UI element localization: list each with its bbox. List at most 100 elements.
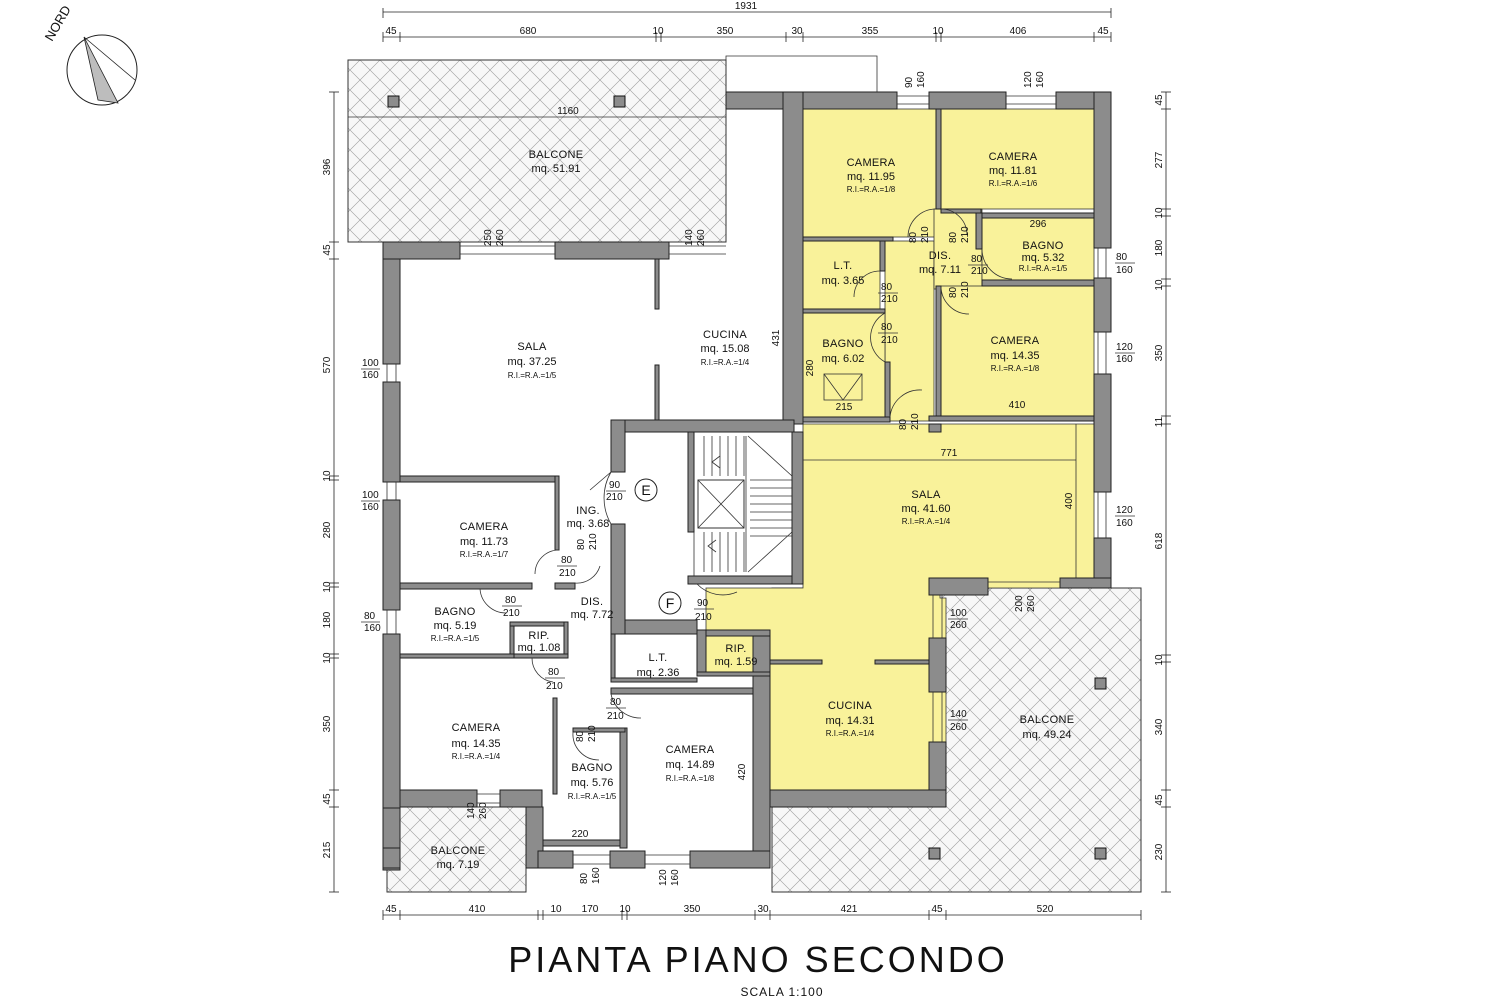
svg-text:80: 80 <box>948 231 959 243</box>
svg-text:210: 210 <box>587 725 598 742</box>
dim-top: 45 <box>385 26 397 37</box>
dim-left: 10 <box>322 470 333 482</box>
svg-text:RIP.: RIP. <box>528 630 549 642</box>
dim-right: 618 <box>1154 532 1165 549</box>
svg-text:mq. 5.32: mq. 5.32 <box>1022 252 1065 264</box>
inner-dimensions: 1160 296 431 280 215 410 771 400 220 420 <box>557 106 1076 840</box>
svg-text:CUCINA: CUCINA <box>828 700 872 712</box>
pillar <box>1094 677 1107 690</box>
dim-bottom: 30 <box>757 904 769 915</box>
svg-text:mq. 49.24: mq. 49.24 <box>1023 729 1072 741</box>
svg-text:160: 160 <box>670 869 681 886</box>
svg-text:160: 160 <box>916 71 927 88</box>
room-camera-e: CAMERA mq. 14.35 R.I.=R.A.=1/8 <box>991 335 1040 373</box>
svg-text:260: 260 <box>495 229 506 246</box>
svg-text:CAMERA: CAMERA <box>847 157 896 169</box>
svg-text:210: 210 <box>910 413 921 430</box>
svg-text:210: 210 <box>588 533 599 550</box>
svg-text:160: 160 <box>362 370 379 381</box>
dim-bottom: 421 <box>841 904 858 915</box>
dim-top: 30 <box>791 26 803 37</box>
dim-top-total: 1931 <box>735 1 758 12</box>
dim-right: 350 <box>1154 344 1165 361</box>
svg-text:L.T.: L.T. <box>834 260 853 272</box>
svg-text:mq. 1.08: mq. 1.08 <box>518 642 561 654</box>
svg-text:80: 80 <box>908 231 919 243</box>
room-bagno-top-mid: BAGNO mq. 6.02 <box>822 338 865 365</box>
svg-text:mq. 11.81: mq. 11.81 <box>989 165 1037 177</box>
svg-text:mq. 7.72: mq. 7.72 <box>571 609 614 621</box>
svg-text:260: 260 <box>478 802 489 819</box>
svg-text:R.I.=R.A.=1/4: R.I.=R.A.=1/4 <box>452 752 501 761</box>
svg-text:80: 80 <box>576 538 587 550</box>
svg-text:BAGNO: BAGNO <box>434 606 475 618</box>
pillar <box>387 95 400 108</box>
svg-text:80: 80 <box>881 322 893 333</box>
svg-text:160: 160 <box>1116 354 1133 365</box>
dim-left: 10 <box>322 652 333 664</box>
svg-text:260: 260 <box>950 620 967 631</box>
walls <box>382 91 1112 871</box>
svg-text:mq. 11.95: mq. 11.95 <box>847 171 895 183</box>
svg-text:90: 90 <box>904 76 915 88</box>
svg-text:160: 160 <box>1116 518 1133 529</box>
svg-text:210: 210 <box>881 294 898 305</box>
svg-text:mq. 37.25: mq. 37.25 <box>508 356 557 368</box>
balcony-sw <box>386 806 527 893</box>
dim-left: 180 <box>322 611 333 628</box>
room-lt-mid: L.T. mq. 2.36 <box>637 652 680 679</box>
svg-text:431: 431 <box>771 329 782 346</box>
dim-left: 45 <box>322 244 333 256</box>
svg-text:mq. 41.60: mq. 41.60 <box>902 503 951 515</box>
svg-text:SALA: SALA <box>517 341 547 353</box>
svg-text:80: 80 <box>548 667 560 678</box>
stair-marker-e: E <box>634 478 658 502</box>
dim-left: 396 <box>322 158 333 175</box>
svg-text:215: 215 <box>836 402 853 413</box>
room-dis-top: DIS. mq. 7.11 <box>919 250 961 276</box>
svg-text:DIS.: DIS. <box>929 250 952 262</box>
svg-text:L.T.: L.T. <box>649 652 668 664</box>
svg-text:400: 400 <box>1064 492 1075 509</box>
svg-text:F: F <box>666 595 675 611</box>
dim-left: 350 <box>322 715 333 732</box>
svg-text:mq. 51.91: mq. 51.91 <box>532 163 581 175</box>
svg-text:CAMERA: CAMERA <box>460 521 509 533</box>
svg-text:296: 296 <box>1030 219 1047 230</box>
room-lt-top: L.T. mq. 3.65 <box>822 260 865 287</box>
svg-text:120: 120 <box>658 869 669 886</box>
svg-text:ING.: ING. <box>576 505 600 517</box>
svg-text:80: 80 <box>971 254 983 265</box>
svg-text:mq. 11.73: mq. 11.73 <box>460 536 508 548</box>
room-bagno-s: BAGNO mq. 5.76 R.I.=R.A.=1/5 <box>568 762 617 801</box>
room-rip-w: RIP. mq. 1.08 <box>518 630 561 654</box>
room-camera-nw: CAMERA mq. 11.95 R.I.=R.A.=1/8 <box>847 157 896 194</box>
room-bagno-w: BAGNO mq. 5.19 R.I.=R.A.=1/5 <box>431 606 480 643</box>
svg-text:E: E <box>641 482 650 498</box>
dim-bottom: 170 <box>582 904 599 915</box>
svg-text:R.I.=R.A.=1/4: R.I.=R.A.=1/4 <box>902 517 951 526</box>
svg-text:160: 160 <box>1035 71 1046 88</box>
svg-text:100: 100 <box>362 358 379 369</box>
svg-text:280: 280 <box>805 359 816 376</box>
svg-text:100: 100 <box>362 490 379 501</box>
balcony-top <box>347 59 727 243</box>
svg-text:260: 260 <box>696 229 707 246</box>
svg-text:80: 80 <box>610 697 622 708</box>
room-dis-w: DIS. mq. 7.72 <box>571 596 614 621</box>
dim-bottom: 45 <box>931 904 943 915</box>
dim-right: 10 <box>1154 279 1165 291</box>
svg-text:R.I.=R.A.=1/8: R.I.=R.A.=1/8 <box>847 185 896 194</box>
svg-text:100: 100 <box>950 608 967 619</box>
dim-top: 10 <box>932 26 944 37</box>
svg-text:210: 210 <box>559 568 576 579</box>
svg-text:mq. 5.19: mq. 5.19 <box>434 620 477 632</box>
svg-text:R.I.=R.A.=1/6: R.I.=R.A.=1/6 <box>989 179 1038 188</box>
dim-right: 10 <box>1154 654 1165 666</box>
dim-top: 680 <box>520 26 537 37</box>
svg-text:160: 160 <box>1116 265 1133 276</box>
svg-text:BALCONE: BALCONE <box>529 149 584 161</box>
svg-text:80: 80 <box>881 282 893 293</box>
dim-right: 45 <box>1154 94 1165 106</box>
